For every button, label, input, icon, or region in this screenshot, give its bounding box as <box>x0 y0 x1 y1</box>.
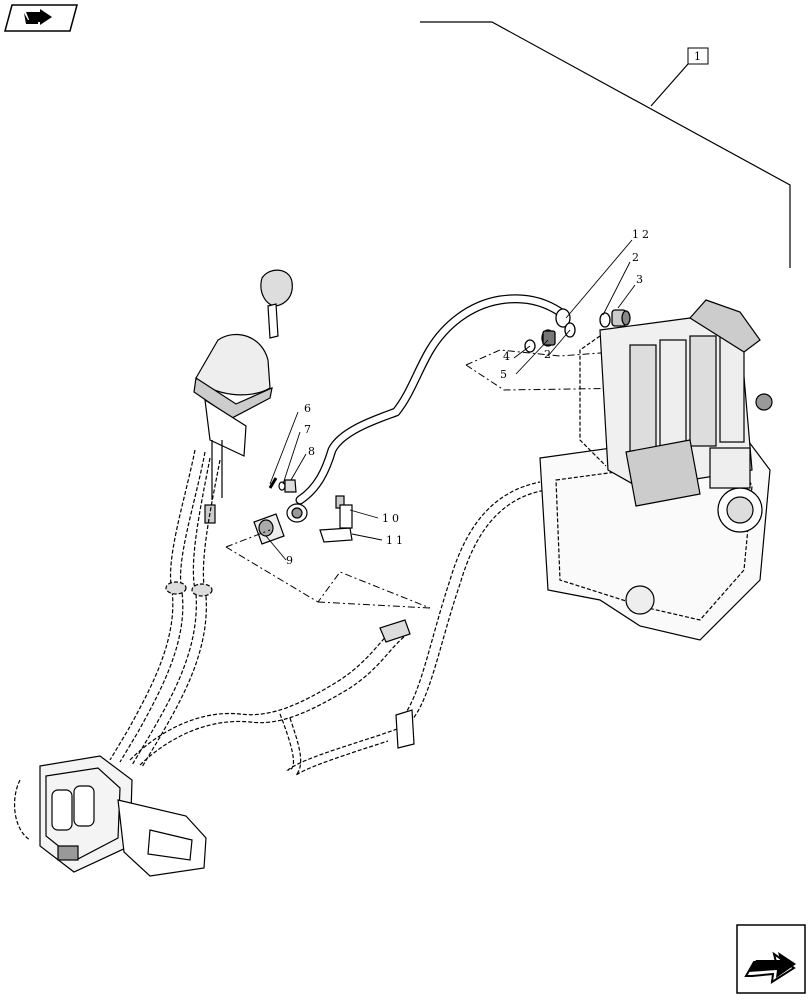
small-parts-group <box>253 477 353 545</box>
callout-5: 5 <box>500 368 507 381</box>
callout-2-upper: 2 <box>632 251 639 264</box>
callout-2-lower: 2 <box>544 348 551 361</box>
control-cables <box>109 449 221 768</box>
lower-hoses <box>129 481 547 776</box>
callout-3: 3 <box>636 273 643 286</box>
guide-box-lower <box>225 529 431 609</box>
joystick-lever <box>193 269 293 524</box>
hydraulic-hose <box>295 294 571 505</box>
main-valve <box>13 755 207 877</box>
callout-10: 10 <box>382 512 402 525</box>
assembly-leader <box>420 21 791 268</box>
previous-page-icon[interactable] <box>4 4 78 32</box>
hose-fittings <box>379 619 415 749</box>
callout-4: 4 <box>503 350 510 363</box>
tractor-rear-housing <box>539 299 773 641</box>
callout-7: 7 <box>304 423 311 436</box>
callout-6: 6 <box>304 402 311 415</box>
callout-11: 11 <box>386 534 406 547</box>
callout-12: 12 <box>632 228 652 241</box>
callout-8: 8 <box>308 445 315 458</box>
callout-leaders <box>265 239 636 561</box>
callout-9: 9 <box>286 554 293 567</box>
next-page-icon[interactable] <box>736 924 806 994</box>
callout-1: 1 <box>694 50 701 63</box>
